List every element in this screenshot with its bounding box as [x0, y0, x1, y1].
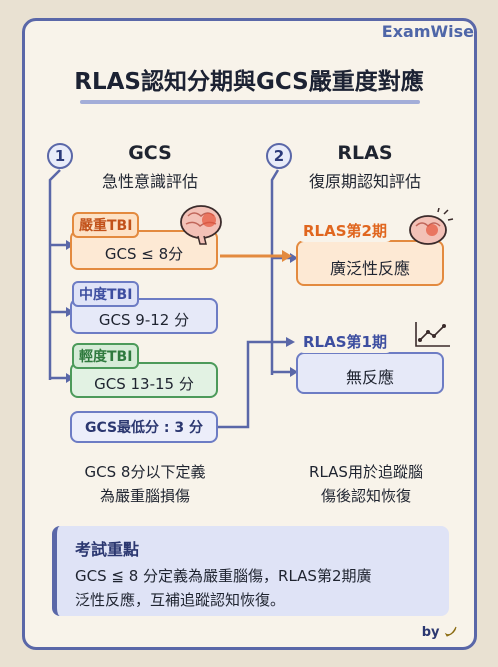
- moderate-tbi-tag: 中度TBI: [72, 281, 140, 307]
- gcs-title: GCS: [128, 142, 172, 164]
- byline-text: by: [421, 625, 440, 640]
- rlas-subtitle: 復原期認知評估: [308, 172, 421, 191]
- moderate-gcs-value: GCS 9-12 分: [98, 310, 190, 329]
- step-number-2: 2: [266, 143, 292, 169]
- key-point-text: GCS ≦ 8 分定義為嚴重腦傷，RLAS第2期廣 泛性反應，互補追蹤認知恢復。: [75, 564, 437, 612]
- rlas-stage1-box: 無反應: [296, 352, 444, 394]
- rlas-stage2-value: 廣泛性反應: [329, 259, 410, 278]
- rlas-stage2-tag: RLAS第2期: [298, 219, 392, 242]
- rlas-stage2-box: 廣泛性反應: [296, 240, 444, 286]
- rlas-stage1-tag: RLAS第1期: [298, 330, 392, 353]
- byline: by: [422, 624, 458, 640]
- step-number-1: 1: [47, 143, 73, 169]
- gcs-caption: GCS 8分以下定義 為嚴重腦損傷: [40, 460, 250, 508]
- gcs-caption-line2: 為嚴重腦損傷: [99, 487, 190, 505]
- mild-gcs-value: GCS 13-15 分: [94, 374, 194, 393]
- title-underline: [80, 100, 420, 104]
- key-point-line1: GCS ≦ 8 分定義為嚴重腦傷，RLAS第2期廣: [75, 567, 372, 585]
- brain-icon: [409, 208, 454, 245]
- rlas-stage1-value: 無反應: [345, 368, 394, 387]
- key-point-box: 考試重點 GCS ≦ 8 分定義為嚴重腦傷，RLAS第2期廣 泛性反應，互補追蹤…: [52, 526, 449, 616]
- brain-icon: [180, 205, 222, 245]
- severe-gcs-value: GCS ≤ 8分: [104, 244, 184, 263]
- gcs-subtitle: 急性意識評估: [101, 172, 198, 191]
- rlas-caption-line2: 傷後認知恢復: [320, 487, 411, 505]
- mild-tbi-tag: 輕度TBI: [72, 343, 140, 369]
- severe-tbi-tag: 嚴重TBI: [72, 212, 140, 238]
- banana-icon: [444, 626, 457, 637]
- brand-logo: ExamWise: [381, 22, 474, 41]
- gcs-caption-line1: GCS 8分以下定義: [84, 463, 206, 481]
- rlas-caption-line1: RLAS用於追蹤腦: [309, 463, 423, 481]
- page-title: RLAS認知分期與GCS嚴重度對應: [74, 69, 424, 95]
- line-chart-icon: [415, 322, 450, 347]
- key-point-line2: 泛性反應，互補追蹤認知恢復。: [75, 591, 286, 609]
- rlas-title: RLAS: [337, 142, 393, 164]
- gcs-lowest-box: GCS最低分 : 3 分: [70, 411, 218, 443]
- key-point-title: 考試重點: [75, 540, 140, 559]
- rlas-caption: RLAS用於追蹤腦 傷後認知恢復: [266, 460, 466, 508]
